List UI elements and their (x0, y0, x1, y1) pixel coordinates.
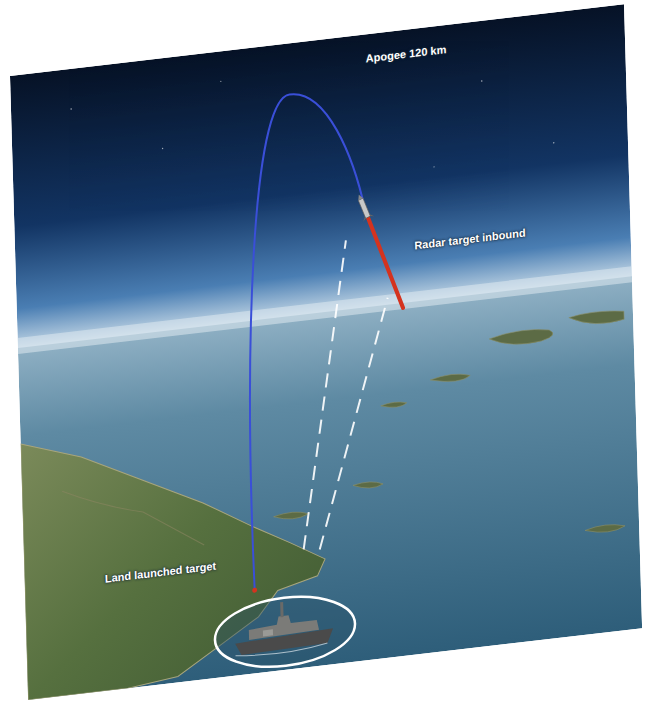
apogee-label: Apogee 120 km (366, 43, 447, 64)
stars (70, 42, 555, 210)
radar-beam (313, 298, 395, 550)
inbound-segment (365, 206, 403, 312)
radar-beam (295, 240, 355, 549)
terrain (62, 475, 204, 561)
launch-site-label: Land launched target (105, 560, 217, 585)
islands (269, 309, 630, 571)
launch-point (252, 587, 257, 593)
ship-symbol (234, 596, 333, 658)
horizon-haze (18, 266, 632, 354)
label-layer: Apogee 120 km Radar target inboundLand la… (10, 4, 642, 700)
ballistic-trajectory (240, 86, 376, 590)
rocket-symbol (353, 192, 374, 222)
target-label: Radar target inbound (414, 226, 526, 251)
ship-highlight-ellipse (214, 590, 356, 674)
picture-card (10, 4, 642, 700)
